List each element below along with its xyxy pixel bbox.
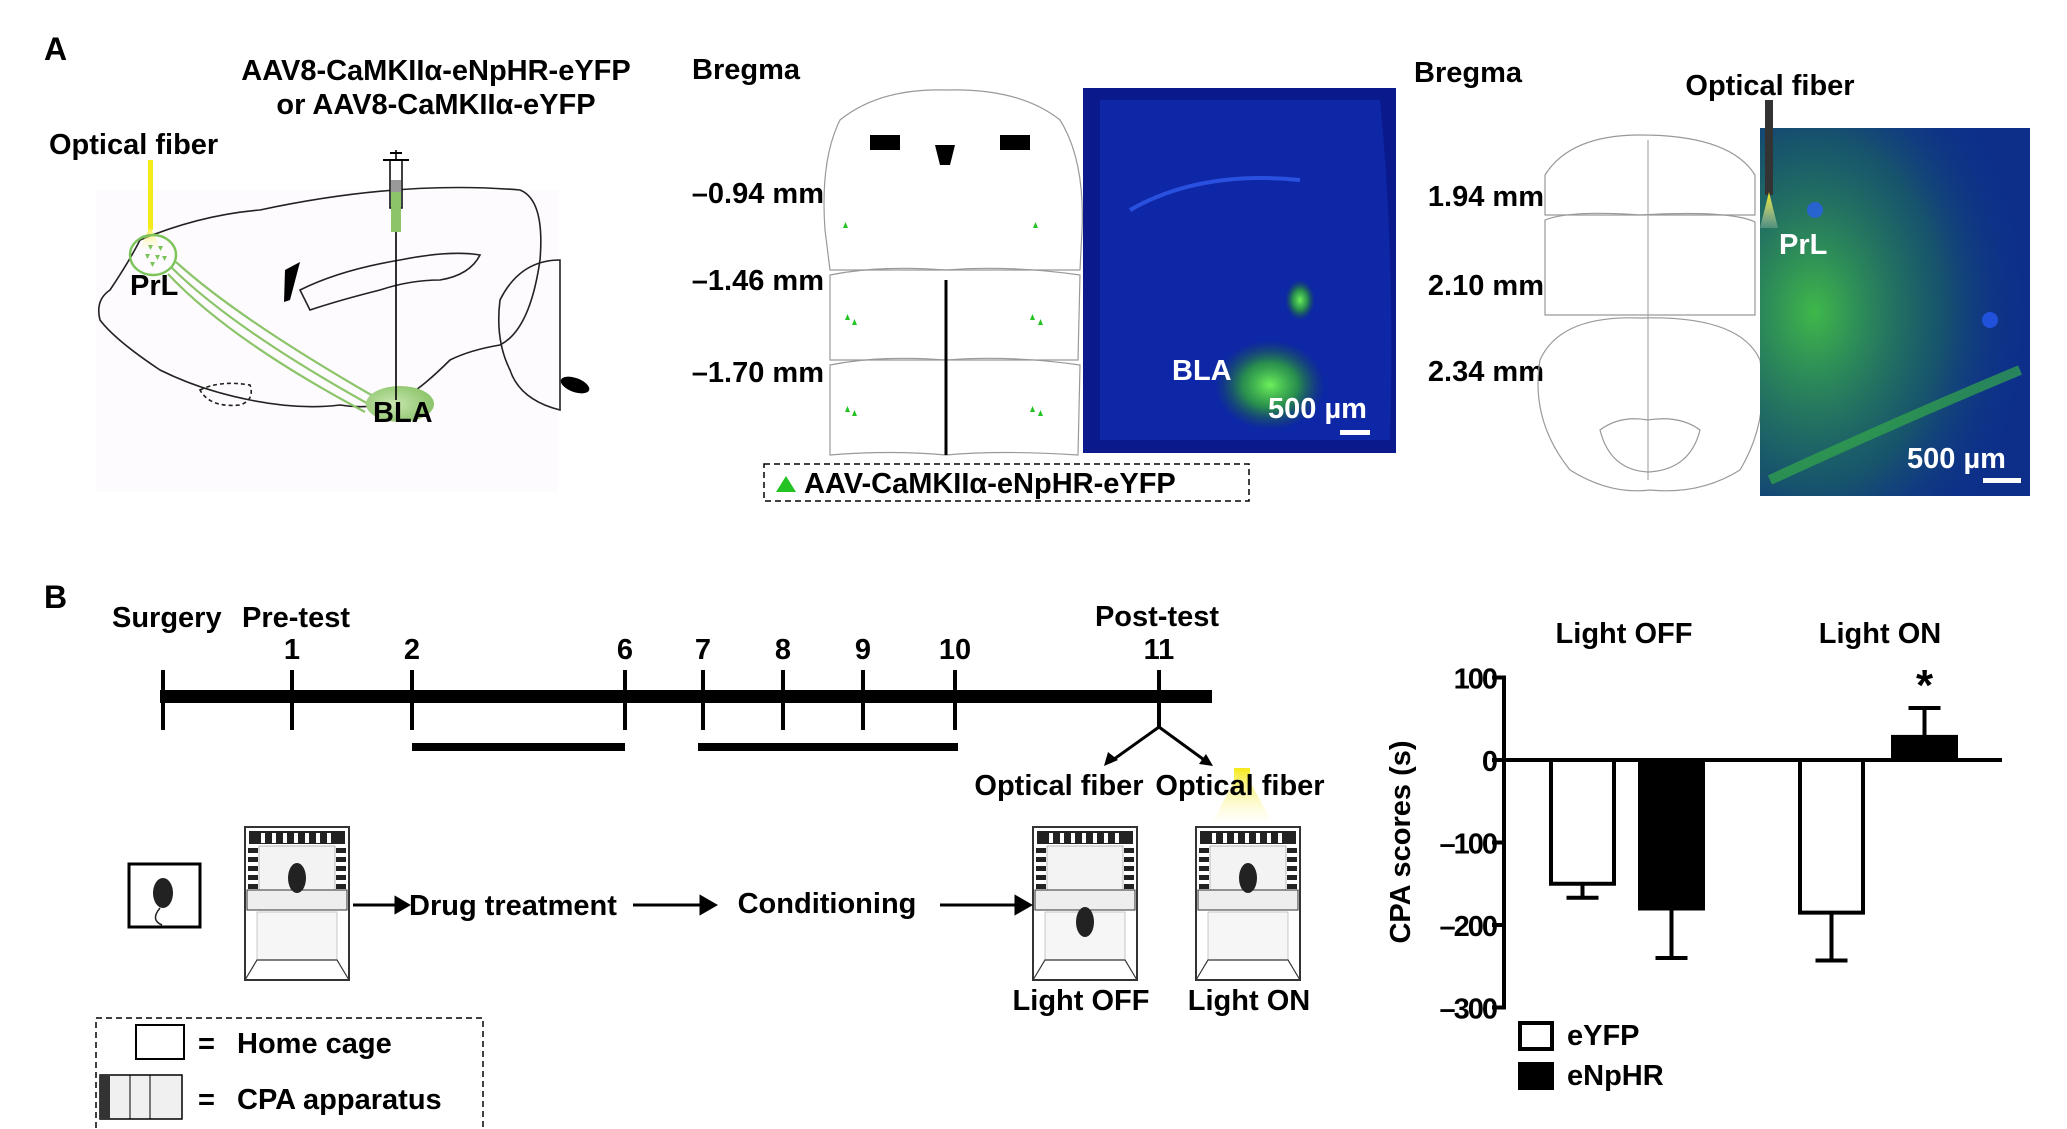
virus-title-line2: or AAV8-CaMKIIα-eYFP bbox=[276, 89, 595, 121]
timeline-day-1: 1 bbox=[284, 634, 300, 666]
bar-eyfp-light-on bbox=[1798, 758, 1865, 915]
timeline-day-10: 10 bbox=[939, 634, 971, 666]
fluorescence-image-bla: BLA 500 µm bbox=[1083, 88, 1396, 453]
step-conditioning: Conditioning bbox=[738, 888, 917, 920]
timeline-day-9: 9 bbox=[855, 634, 871, 666]
timeline: 1 2 6 7 8 9 10 11 bbox=[160, 634, 1213, 766]
home-cage-legend-icon bbox=[135, 1024, 185, 1060]
bregma-right-level-3: 2.34 mm bbox=[1428, 356, 1544, 388]
scale-bar bbox=[1340, 430, 1370, 435]
chart-category-light-off: Light OFF bbox=[1556, 618, 1693, 650]
mouse-icon bbox=[1076, 907, 1094, 937]
coronal-sections-bla bbox=[823, 89, 1083, 456]
test-light-on-label: Light ON bbox=[1188, 985, 1310, 1017]
syringe-icon bbox=[383, 150, 409, 400]
chart-legend: eYFP eNpHR bbox=[1518, 1020, 1664, 1092]
timeline-day-6: 6 bbox=[617, 634, 633, 666]
optical-fiber-label: Optical fiber bbox=[49, 129, 218, 161]
y-tick-label: –300 bbox=[1439, 994, 1496, 1026]
test-light-off-label: Light OFF bbox=[1013, 985, 1150, 1017]
chart-y-axis-label: CPA scores (s) bbox=[1385, 740, 1417, 943]
timeline-surgery: Surgery bbox=[112, 602, 222, 634]
split-right-label: Optical fiber bbox=[1155, 770, 1324, 802]
flow-arrows bbox=[353, 894, 1034, 916]
significance-marker: * bbox=[1916, 661, 1934, 710]
mouse-icon bbox=[1239, 863, 1257, 893]
fluorescence-image-prl: PrL 500 µm bbox=[1760, 128, 2030, 496]
cpa-bar-chart: Light OFF Light ON CPA scores (s) 100 0 –1… bbox=[1385, 618, 2002, 1092]
bregma-left-level-1: –0.94 mm bbox=[692, 178, 824, 210]
mouse-icon bbox=[153, 878, 173, 908]
y-tick-label: 100 bbox=[1454, 664, 1497, 696]
legend-label-enphr: eNpHR bbox=[1567, 1060, 1664, 1092]
optical-fiber-label-right: Optical fiber bbox=[1685, 70, 1854, 102]
step-drug-treatment: Drug treatment bbox=[409, 890, 617, 922]
legend-label-eyfp: eYFP bbox=[1567, 1020, 1640, 1052]
legend-home-cage: Home cage bbox=[237, 1028, 392, 1060]
virus-legend: AAV-CaMKIIα-eNpHR-eYFP bbox=[763, 463, 1250, 502]
y-tick-label: –200 bbox=[1439, 911, 1496, 943]
fluor-left-scale-label: 500 µm bbox=[1268, 393, 1367, 425]
optical-fiber-icon bbox=[1765, 100, 1773, 195]
legend-eq-1: = bbox=[198, 1028, 215, 1060]
bregma-right-level-2: 2.10 mm bbox=[1428, 270, 1544, 302]
virus-triangle-icon bbox=[776, 476, 796, 492]
cpa-apparatus-light-off bbox=[1032, 826, 1138, 981]
legend-swatch-eyfp bbox=[1518, 1021, 1554, 1051]
home-cage-icon bbox=[127, 862, 202, 929]
panel-a-label: A bbox=[44, 31, 67, 67]
scale-bar bbox=[1983, 478, 2021, 483]
prl-label: PrL bbox=[130, 270, 178, 302]
virus-legend-text: AAV-CaMKIIα-eNpHR-eYFP bbox=[804, 468, 1176, 500]
conditioning-period-bar bbox=[698, 743, 958, 751]
bla-label: BLA bbox=[373, 397, 433, 429]
fluor-right-scale-label: 500 µm bbox=[1907, 443, 2006, 475]
panel-b-label: B bbox=[44, 579, 67, 615]
split-left-label: Optical fiber bbox=[974, 770, 1143, 802]
chart-category-light-on: Light ON bbox=[1819, 618, 1941, 650]
legend-eq-2: = bbox=[198, 1084, 215, 1116]
legend-cpa-apparatus: CPA apparatus bbox=[237, 1084, 442, 1116]
timeline-posttest: Post-test bbox=[1095, 601, 1219, 633]
timeline-day-2: 2 bbox=[404, 634, 420, 666]
bla-site bbox=[366, 386, 434, 422]
cpa-apparatus-light-on bbox=[1195, 826, 1301, 981]
drug-treatment-period-bar bbox=[412, 743, 625, 751]
timeline-day-11: 11 bbox=[1144, 634, 1175, 666]
y-tick-label: 0 bbox=[1482, 746, 1497, 778]
bar-enphr-light-on bbox=[1891, 734, 1958, 763]
bregma-left-level-2: –1.46 mm bbox=[692, 265, 824, 297]
sagittal-brain-diagram: PrL BLA bbox=[96, 150, 590, 492]
timeline-pretest: Pre-test bbox=[242, 602, 350, 634]
timeline-day-8: 8 bbox=[775, 634, 791, 666]
fluor-prl-label: PrL bbox=[1779, 229, 1827, 261]
bregma-right-level-1: 1.94 mm bbox=[1428, 181, 1544, 213]
prl-injection-site bbox=[128, 233, 178, 277]
apparatus-legend: = Home cage = CPA apparatus bbox=[95, 1017, 484, 1129]
cpa-apparatus-legend-icon bbox=[99, 1074, 183, 1120]
optical-fiber-icon bbox=[148, 160, 153, 230]
y-tick-label: –100 bbox=[1439, 829, 1496, 861]
fluor-bla-label: BLA bbox=[1172, 355, 1232, 387]
bar-eyfp-light-off bbox=[1549, 758, 1616, 886]
legend-swatch-enphr bbox=[1518, 1062, 1554, 1090]
bregma-right-title: Bregma bbox=[1414, 57, 1523, 89]
mouse-icon bbox=[288, 863, 306, 893]
bar-enphr-light-off bbox=[1638, 758, 1705, 911]
coronal-sections-prl bbox=[1537, 134, 1764, 492]
bregma-left-title: Bregma bbox=[692, 54, 801, 86]
virus-title-line1: AAV8-CaMKIIα-eNpHR-eYFP bbox=[241, 55, 631, 87]
cpa-apparatus-pretest bbox=[244, 826, 350, 981]
timeline-day-7: 7 bbox=[695, 634, 711, 666]
bregma-left-level-3: –1.70 mm bbox=[692, 357, 824, 389]
